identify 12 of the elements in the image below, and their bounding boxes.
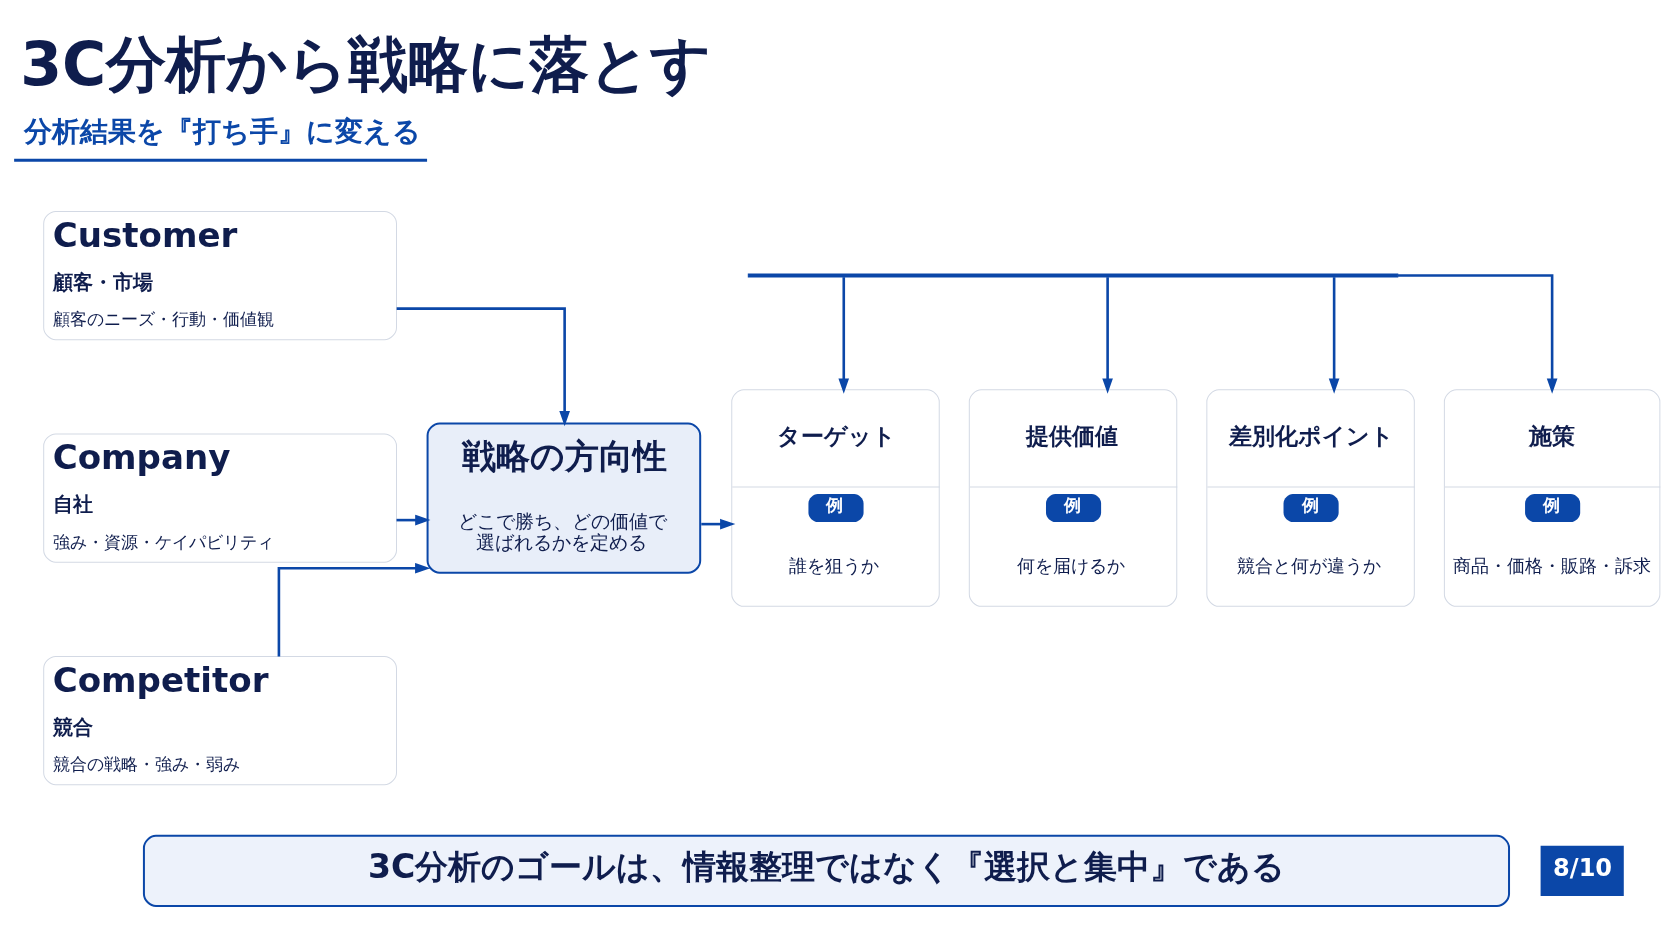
arrow — [396, 307, 570, 427]
label: 8/10 — [1553, 854, 1613, 883]
diagram-title: 3C分析から戦略に落とす — [20, 29, 712, 100]
arrow — [1397, 274, 1558, 394]
arrow — [1102, 277, 1113, 394]
arrow — [701, 518, 736, 530]
arrow — [1328, 277, 1340, 394]
arrow — [277, 562, 431, 657]
arrow — [838, 277, 850, 394]
node-bar — [747, 273, 1399, 278]
arrow — [396, 514, 431, 526]
label: 分析結果を『打ち手』に変える — [23, 115, 421, 149]
